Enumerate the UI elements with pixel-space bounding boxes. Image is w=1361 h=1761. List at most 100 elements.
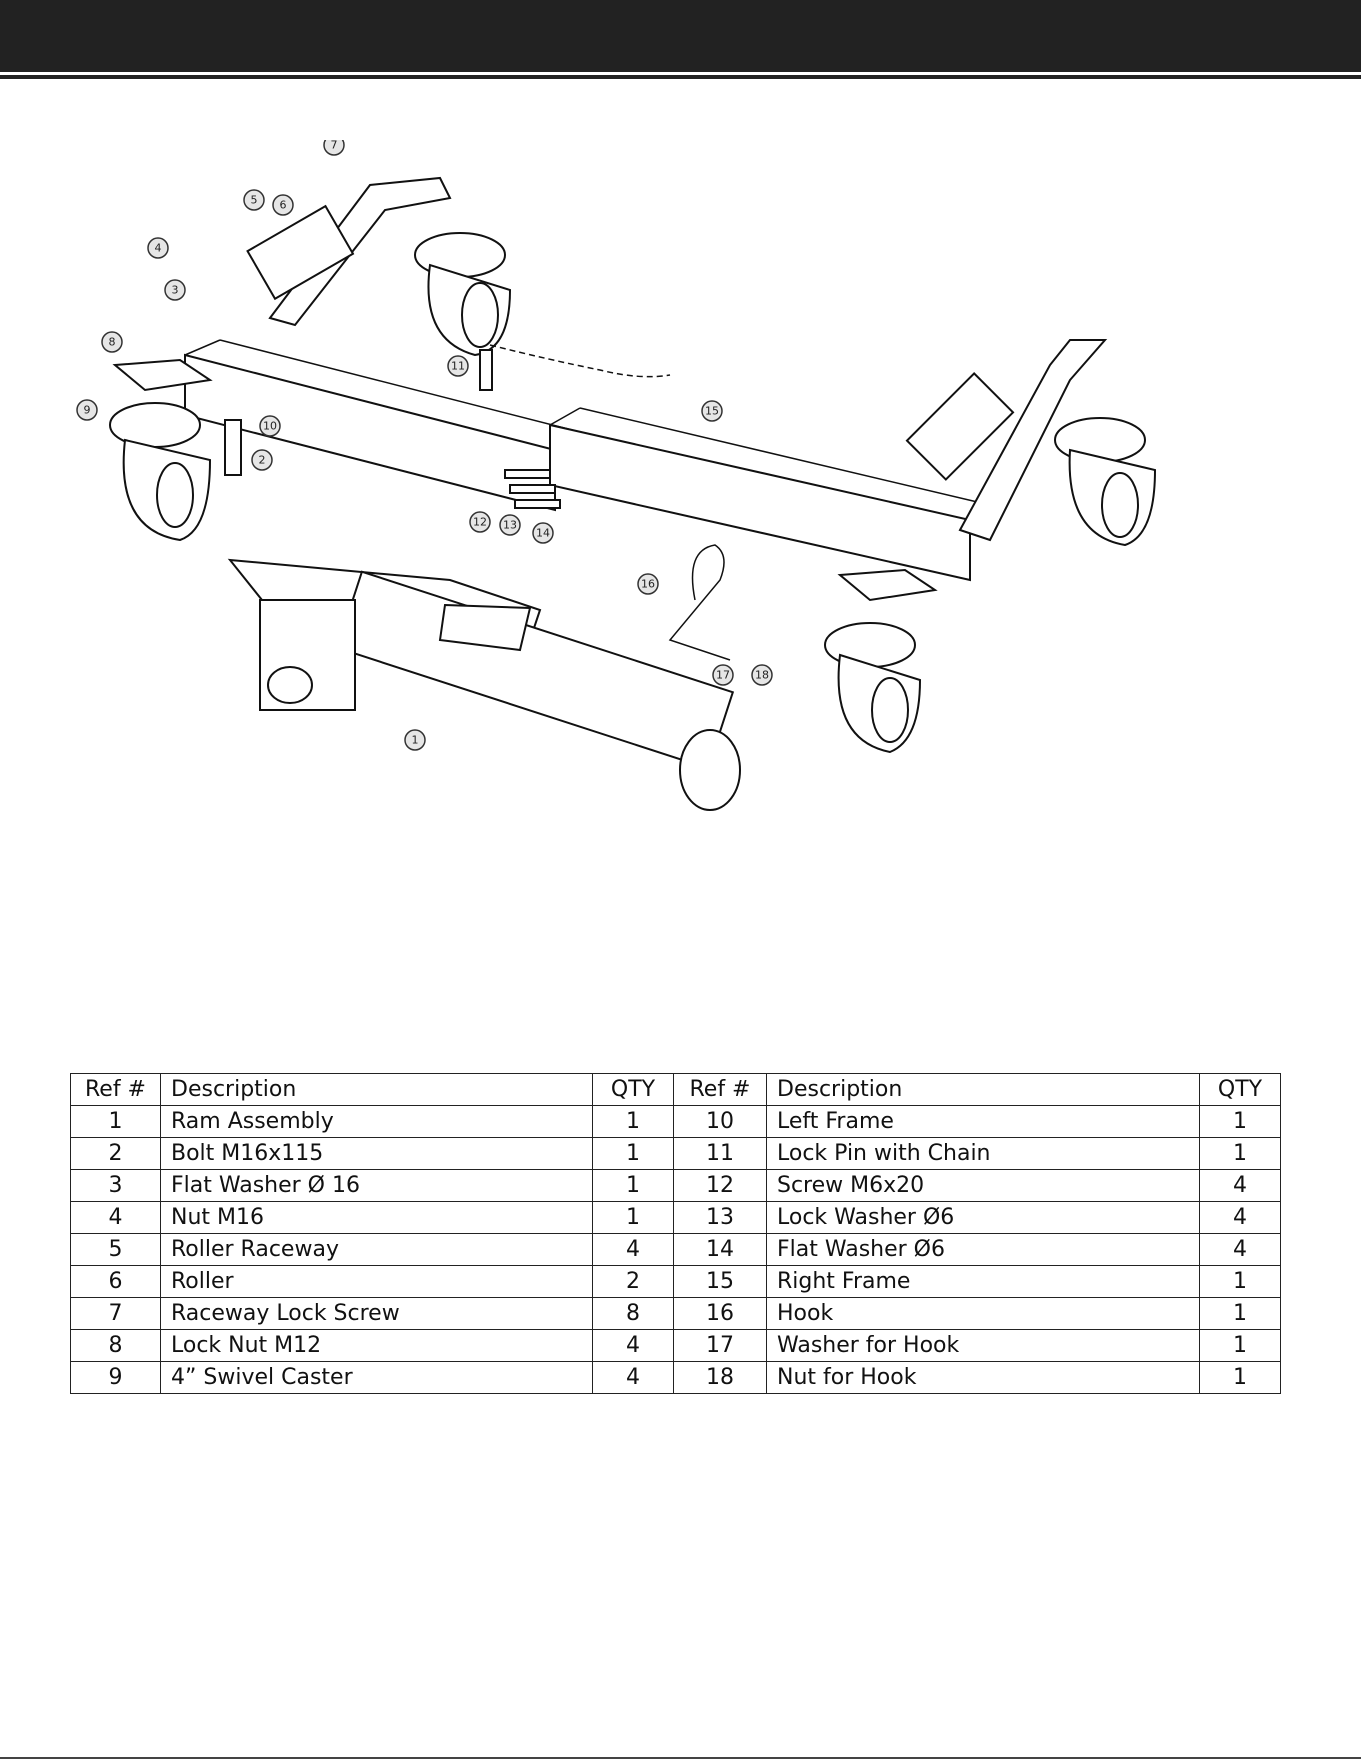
cell-qty: 1 bbox=[592, 1105, 674, 1138]
cell-ref: 6 bbox=[70, 1265, 161, 1298]
cell-description: Right Frame bbox=[766, 1265, 1200, 1298]
callout-10: 10 bbox=[259, 415, 281, 437]
svg-text:12: 12 bbox=[473, 516, 487, 529]
cell-description: Flat Washer Ø6 bbox=[766, 1233, 1200, 1266]
caster-top-left bbox=[414, 232, 512, 357]
callout-8: 8 bbox=[101, 331, 123, 353]
table-row: 9 4” Swivel Caster 4 18 Nut for Hook 1 bbox=[70, 1361, 1281, 1394]
cell-ref: 8 bbox=[70, 1329, 161, 1362]
left-frame-arm bbox=[268, 176, 452, 327]
cell-qty: 4 bbox=[592, 1329, 674, 1362]
svg-text:8: 8 bbox=[109, 336, 116, 349]
cell-ref: 11 bbox=[673, 1137, 767, 1170]
svg-text:1: 1 bbox=[412, 734, 419, 747]
cell-description: Nut for Hook bbox=[766, 1361, 1200, 1394]
table-row: 1 Ram Assembly 1 10 Left Frame 1 bbox=[70, 1105, 1281, 1138]
parts-list-table: Ref # Description QTY Ref # Description … bbox=[70, 1073, 1281, 1394]
table-row: 5 Roller Raceway 4 14 Flat Washer Ø6 4 bbox=[70, 1233, 1281, 1266]
callout-3: 3 bbox=[164, 279, 186, 301]
exploded-parts-diagram: 1 2 3 4 5 6 7 8 9 10 11 12 13 14 15 16 1… bbox=[70, 134, 1310, 910]
cell-description: Flat Washer Ø 16 bbox=[160, 1169, 593, 1202]
table-row: 6 Roller 2 15 Right Frame 1 bbox=[70, 1265, 1281, 1298]
cell-qty: 8 bbox=[592, 1297, 674, 1330]
lock-pin bbox=[479, 349, 493, 391]
cell-ref: 15 bbox=[673, 1265, 767, 1298]
cell-description: Bolt M16x115 bbox=[160, 1137, 593, 1170]
cell-ref: 5 bbox=[70, 1233, 161, 1266]
cell-ref: 10 bbox=[673, 1105, 767, 1138]
callout-7: 7 bbox=[323, 134, 345, 156]
cell-qty: 1 bbox=[1199, 1329, 1281, 1362]
cell-qty: 1 bbox=[1199, 1137, 1281, 1170]
header-qty-left: QTY bbox=[592, 1073, 674, 1106]
svg-text:15: 15 bbox=[705, 405, 719, 418]
cell-qty: 1 bbox=[1199, 1297, 1281, 1330]
svg-text:9: 9 bbox=[84, 404, 91, 417]
cell-ref: 3 bbox=[70, 1169, 161, 1202]
callout-15: 15 bbox=[701, 400, 723, 422]
cell-description: Raceway Lock Screw bbox=[160, 1297, 593, 1330]
callout-5: 5 bbox=[243, 189, 265, 211]
table-row: 7 Raceway Lock Screw 8 16 Hook 1 bbox=[70, 1297, 1281, 1330]
right-mount-plate bbox=[837, 568, 938, 602]
bottom-rule bbox=[0, 1757, 1361, 1759]
cell-qty: 1 bbox=[1199, 1361, 1281, 1394]
table-row: 4 Nut M16 1 13 Lock Washer Ø6 4 bbox=[70, 1201, 1281, 1234]
svg-text:13: 13 bbox=[503, 519, 517, 532]
left-frame bbox=[184, 353, 556, 512]
header-description-right: Description bbox=[766, 1073, 1200, 1106]
cell-description: Roller bbox=[160, 1265, 593, 1298]
header-description-left: Description bbox=[160, 1073, 593, 1106]
svg-text:5: 5 bbox=[251, 194, 258, 207]
cell-description: Ram Assembly bbox=[160, 1105, 593, 1138]
cell-qty: 4 bbox=[1199, 1201, 1281, 1234]
cell-description: 4” Swivel Caster bbox=[160, 1361, 593, 1394]
callout-4: 4 bbox=[147, 237, 169, 259]
svg-text:7: 7 bbox=[331, 140, 338, 152]
cell-qty: 4 bbox=[1199, 1233, 1281, 1266]
svg-text:17: 17 bbox=[716, 669, 730, 682]
cell-description: Lock Nut M12 bbox=[160, 1329, 593, 1362]
cell-qty: 4 bbox=[592, 1233, 674, 1266]
callout-12: 12 bbox=[469, 511, 491, 533]
cell-description: Screw M6x20 bbox=[766, 1169, 1200, 1202]
cell-description: Hook bbox=[766, 1297, 1200, 1330]
header-qty-right: QTY bbox=[1199, 1073, 1281, 1106]
cell-description: Left Frame bbox=[766, 1105, 1200, 1138]
ram-assembly bbox=[227, 558, 741, 811]
svg-text:3: 3 bbox=[172, 284, 179, 297]
cell-qty: 1 bbox=[592, 1169, 674, 1202]
right-frame bbox=[549, 423, 971, 582]
cell-description: Lock Washer Ø6 bbox=[766, 1201, 1200, 1234]
cell-ref: 2 bbox=[70, 1137, 161, 1170]
callout-16: 16 bbox=[637, 573, 659, 595]
header-ref-left: Ref # bbox=[70, 1073, 161, 1106]
bolt-m16 bbox=[224, 419, 242, 476]
cell-ref: 12 bbox=[673, 1169, 767, 1202]
svg-text:2: 2 bbox=[259, 454, 266, 467]
svg-text:14: 14 bbox=[536, 527, 550, 540]
cell-ref: 17 bbox=[673, 1329, 767, 1362]
table-row: 3 Flat Washer Ø 16 1 12 Screw M6x20 4 bbox=[70, 1169, 1281, 1202]
banner-rule bbox=[0, 75, 1361, 79]
caster-lower-right bbox=[824, 622, 922, 754]
callout-11: 11 bbox=[447, 355, 469, 377]
cell-ref: 14 bbox=[673, 1233, 767, 1266]
cell-ref: 7 bbox=[70, 1297, 161, 1330]
cell-ref: 4 bbox=[70, 1201, 161, 1234]
diagram-svg: 1 2 3 4 5 6 7 8 9 10 11 12 13 14 15 16 1… bbox=[76, 134, 1157, 811]
table-row: 8 Lock Nut M12 4 17 Washer for Hook 1 bbox=[70, 1329, 1281, 1362]
callout-17: 17 bbox=[712, 664, 734, 686]
cell-qty: 4 bbox=[592, 1361, 674, 1394]
svg-text:16: 16 bbox=[641, 578, 655, 591]
callout-14: 14 bbox=[532, 522, 554, 544]
svg-text:4: 4 bbox=[155, 242, 162, 255]
right-roller bbox=[905, 372, 1015, 481]
cell-description: Lock Pin with Chain bbox=[766, 1137, 1200, 1170]
top-banner bbox=[0, 0, 1361, 72]
cell-description: Roller Raceway bbox=[160, 1233, 593, 1266]
left-mount-plate bbox=[112, 358, 213, 392]
hook bbox=[668, 544, 731, 661]
right-frame-arm bbox=[958, 339, 1108, 542]
svg-text:18: 18 bbox=[755, 669, 769, 682]
